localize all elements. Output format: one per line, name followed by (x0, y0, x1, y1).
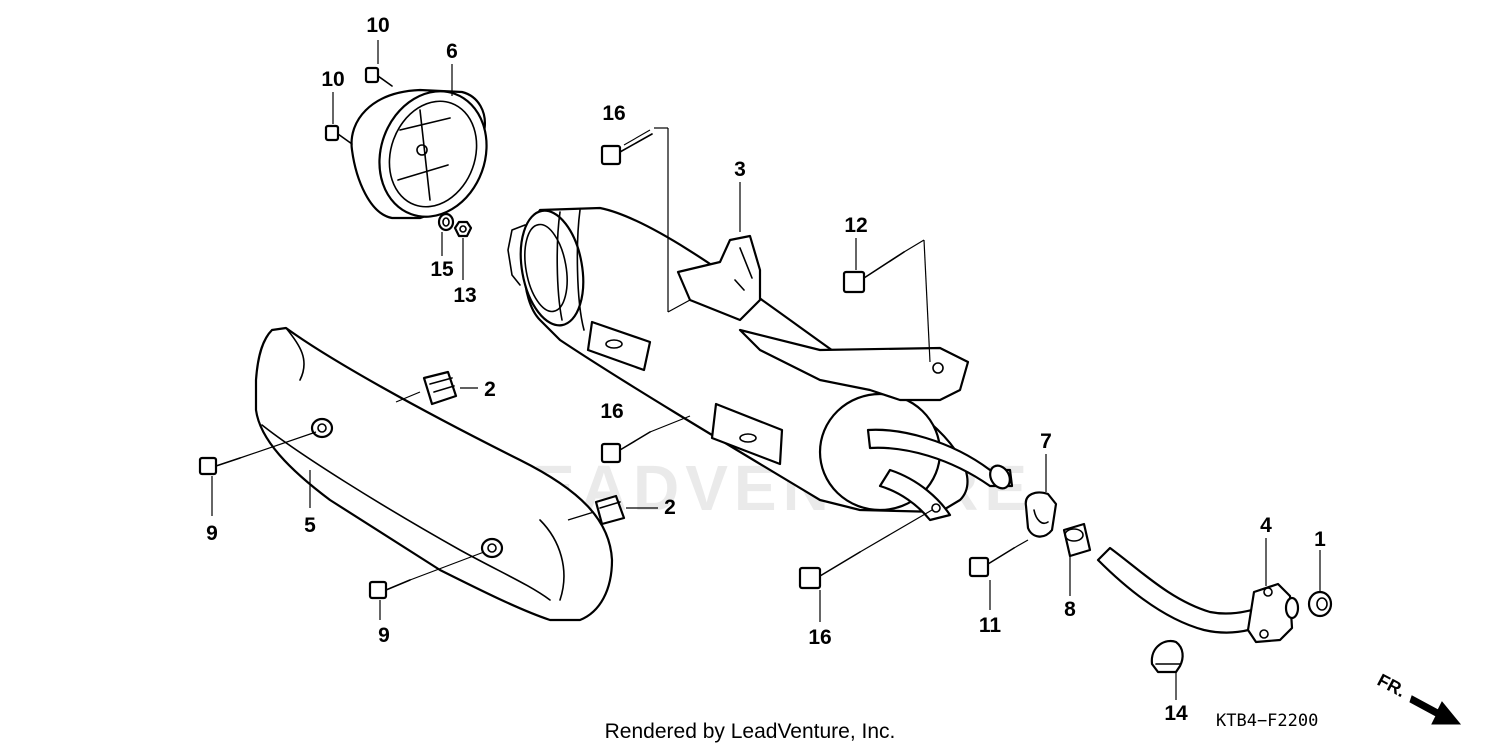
callout-6: 6 (446, 40, 458, 63)
bolt-9-upper (198, 456, 241, 476)
callout-5: 5 (304, 514, 316, 537)
callout-16: 16 (808, 626, 831, 649)
exhaust-pipe (1096, 546, 1300, 644)
bolt-16-middle (600, 431, 651, 464)
callout-8: 8 (1064, 598, 1076, 621)
callout-10: 10 (366, 14, 389, 37)
cap-nut-14 (1150, 639, 1184, 674)
bolt-16-bottom (798, 551, 861, 590)
callout-12: 12 (844, 214, 867, 237)
callout-3: 3 (734, 158, 746, 181)
bolt-10-lower (324, 124, 353, 145)
leader-lines (211, 40, 1321, 700)
callout-9: 9 (206, 522, 218, 545)
callout-7: 7 (1040, 430, 1052, 453)
callout-15: 15 (430, 258, 454, 281)
callout-1: 1 (1314, 528, 1326, 551)
callout-labels: 10 10 6 15 13 2 2 9 5 9 16 16 3 12 16 7 … (206, 14, 1326, 725)
bolt-16-top (600, 129, 653, 166)
muffler-cover (350, 88, 488, 220)
callout-2: 2 (484, 378, 496, 401)
grommet-2-lower (594, 494, 626, 526)
diagram-code: KTB4−F2200 (1216, 711, 1318, 731)
callout-13: 13 (453, 284, 476, 307)
nut-13 (453, 220, 473, 238)
muffler (507, 206, 1014, 522)
callout-4: 4 (1260, 514, 1272, 537)
callout-11: 11 (979, 614, 1002, 637)
callout-10: 10 (321, 68, 344, 91)
clamp-7 (1024, 491, 1058, 538)
credit-text: Rendered by LeadVenture, Inc. (605, 720, 896, 743)
grommet-2-upper (422, 370, 458, 406)
bolt-12 (842, 251, 905, 294)
callout-2: 2 (664, 496, 676, 519)
heat-protector (254, 326, 614, 622)
callout-16: 16 (602, 102, 625, 125)
gasket-8 (1062, 522, 1092, 558)
bolt-9-lower (368, 579, 411, 600)
bolt-10-upper (364, 66, 393, 87)
washer-1 (1307, 590, 1333, 618)
callout-16: 16 (600, 400, 623, 423)
callout-14: 14 (1164, 702, 1188, 725)
front-label: FR. (1374, 670, 1409, 701)
front-direction-indicator: FR. (1374, 670, 1462, 725)
bolt-11 (968, 547, 1015, 578)
callout-9: 9 (378, 624, 390, 647)
washer-15 (437, 212, 455, 232)
front-arrow-icon (1409, 695, 1462, 725)
